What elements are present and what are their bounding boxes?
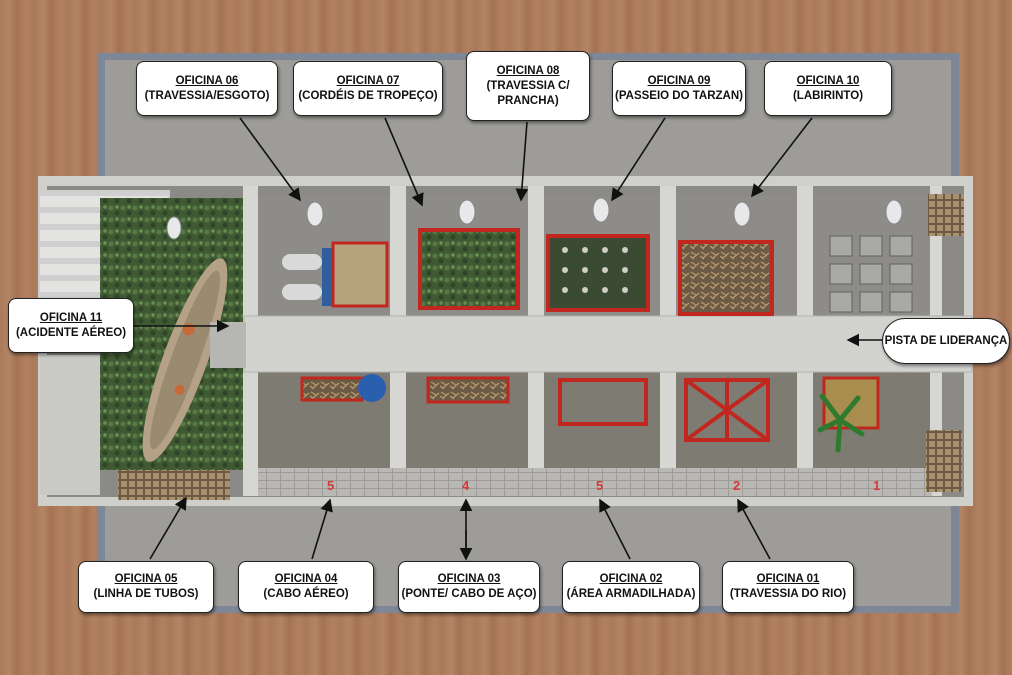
callout-title: OFICINA 05 <box>114 573 178 585</box>
room-08-posts <box>562 247 628 293</box>
arrow-09 <box>611 117 666 202</box>
callout-oficina-11: OFICINA 11 (ACIDENTE AÉREO) <box>8 298 134 353</box>
room-03-bridge <box>558 378 648 426</box>
arrow-08 <box>515 121 529 202</box>
callout-oficina-09: OFICINA 09 (PASSEIO DO TARZAN) <box>612 61 746 116</box>
drain-grate <box>118 470 230 500</box>
callout-arrows <box>134 117 884 561</box>
arrow-04a <box>311 498 333 560</box>
callout-subtitle: (LINHA DE TUBOS) <box>93 588 199 600</box>
callout-title: OFICINA 06 <box>175 74 239 87</box>
arrow-01 <box>737 498 771 560</box>
arrow-02 <box>599 498 631 560</box>
room-08-frame <box>546 234 650 312</box>
corridor-ramp <box>210 322 246 368</box>
callout-oficina-01: OFICINA 01 (TRAVESSIA DO RIO) <box>722 561 854 613</box>
room-09-frame <box>678 240 774 316</box>
callout-title: OFICINA 01 <box>756 573 820 585</box>
callout-subtitle: (PASSEIO DO TARZAN) <box>615 89 743 102</box>
floor-number-labels: 5 4 5 2 1 <box>327 478 880 493</box>
left-wall-block <box>40 355 100 495</box>
callout-subtitle: (PONTE/ CABO DE AÇO) <box>401 588 537 600</box>
callout-subtitle: (TRAVESSIA DO RIO) <box>729 588 847 600</box>
arrow-07 <box>384 117 424 207</box>
callout-subtitle: (TRAVESSIA/ESGOTO) <box>144 89 270 102</box>
callout-oficina-10: OFICINA 10 (LABIRINTO) <box>764 61 892 116</box>
arrow-06 <box>239 117 301 202</box>
callout-title: OFICINA 08 <box>496 64 560 77</box>
callout-subtitle: (ÁREA ARMADILHADA) <box>566 588 696 600</box>
room-10-maze <box>829 235 913 313</box>
callout-title: OFICINA 07 <box>336 74 400 87</box>
floor-number: 2 <box>733 478 740 493</box>
callout-title: OFICINA 10 <box>796 74 860 87</box>
paved-strip <box>258 468 932 496</box>
right-lower-crate <box>926 430 962 492</box>
room-06-pipes <box>282 241 389 308</box>
callout-title: OFICINA 04 <box>274 573 338 585</box>
callout-oficina-06: OFICINA 06 (TRAVESSIA/ESGOTO) <box>136 61 278 116</box>
callout-subtitle: (CABO AÉREO) <box>263 588 349 600</box>
callout-title: OFICINA 03 <box>437 573 501 585</box>
callout-oficina-02: OFICINA 02 (ÁREA ARMADILHADA) <box>562 561 700 613</box>
callout-title: OFICINA 02 <box>599 573 663 585</box>
callout-title: OFICINA 09 <box>647 74 711 87</box>
callout-oficina-08: OFICINA 08 (TRAVESSIA C/ PRANCHA) <box>466 51 590 121</box>
arrow-10 <box>751 117 813 198</box>
callout-title: OFICINA 11 <box>39 311 103 324</box>
arrow-05 <box>149 496 187 560</box>
room-02-trap <box>684 378 770 442</box>
callout-subtitle: (LABIRINTO) <box>792 89 864 102</box>
callout-subtitle: (ACIDENTE AÉREO) <box>15 326 127 339</box>
floor-number: 1 <box>873 478 880 493</box>
callout-oficina-07: OFICINA 07 (CORDÉIS DE TROPEÇO) <box>293 61 443 116</box>
right-crate <box>928 194 964 236</box>
palm-plant <box>817 393 865 453</box>
callout-oficina-03: OFICINA 03 (PONTE/ CABO DE AÇO) <box>398 561 540 613</box>
callout-oficina-05: OFICINA 05 (LINHA DE TUBOS) <box>78 561 214 613</box>
lamps <box>166 197 903 240</box>
floor-number: 5 <box>327 478 334 493</box>
blue-barrel <box>358 374 386 402</box>
callout-oficina-04: OFICINA 04 (CABO AÉREO) <box>238 561 374 613</box>
floor-number: 4 <box>462 478 470 493</box>
central-corridor <box>243 315 973 373</box>
room-05-tubes <box>300 376 364 402</box>
callout-subtitle: (CORDÉIS DE TROPEÇO) <box>298 89 438 102</box>
callout-subtitle: (TRAVESSIA C/ PRANCHA) <box>486 79 570 107</box>
callout-pista-de-lideranca: PISTA DE LIDERANÇA <box>882 318 1010 364</box>
room-04-cable <box>426 376 510 404</box>
floor-number: 5 <box>596 478 603 493</box>
room-07-frame <box>418 228 520 310</box>
